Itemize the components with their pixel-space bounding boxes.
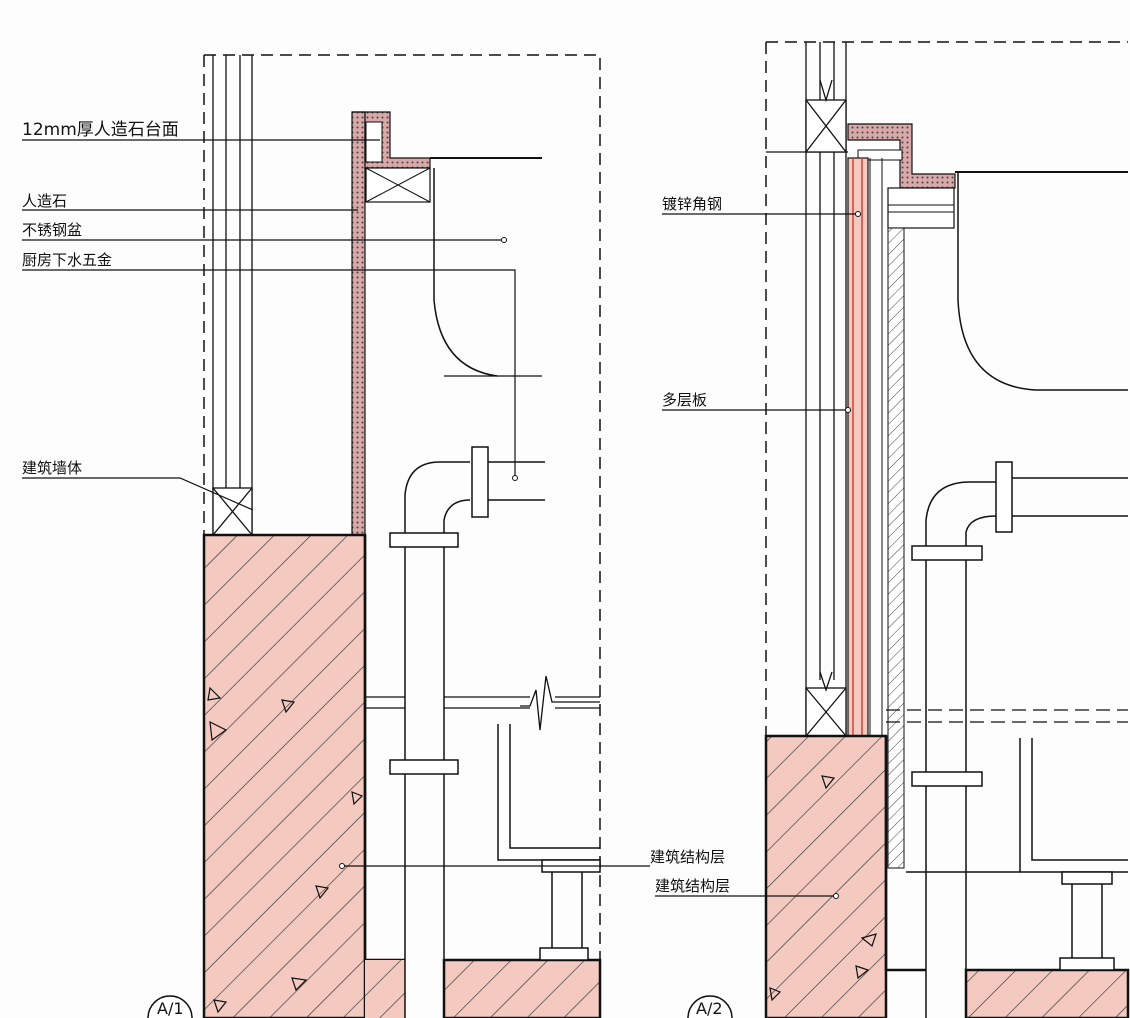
board-strip-a2 — [847, 157, 869, 737]
section-tag-a2-circle — [687, 995, 733, 1018]
section-tag-a1-circle — [147, 995, 193, 1018]
section-tag-a2: A/2 — [696, 999, 723, 1018]
section-tag-a1: A/1 — [157, 999, 184, 1018]
label-structure-a2: 建筑结构层 — [655, 877, 730, 895]
label-board: 多层板 — [662, 391, 707, 409]
label-wall-layer: 建筑墙体 — [22, 459, 82, 477]
wall-stud-lines — [212, 55, 253, 536]
label-angle-steel: 镀锌角钢 — [662, 195, 722, 213]
structure-block-a1 — [202, 533, 367, 1018]
detail-a1: 12mm厚人造石台面 人造石 不锈钢盆 厨房下水五金 建筑墙体 建筑结构层 A/… — [22, 54, 725, 1018]
detail-a2: 镀锌角钢 多层板 建筑结构层 A/2 — [655, 41, 1130, 1018]
label-structure-a1: 建筑结构层 — [650, 848, 725, 866]
label-stone: 人造石 — [22, 192, 67, 210]
label-stainless-basin: 不锈钢盆 — [22, 221, 82, 239]
stone-edge-strip — [351, 111, 366, 536]
structure-block-a2 — [764, 734, 888, 1018]
label-countertop: 12mm厚人造石台面 — [22, 120, 179, 140]
drain-pipe-a1 — [389, 446, 545, 1018]
label-kitchen-hardware: 厨房下水五金 — [22, 251, 112, 269]
